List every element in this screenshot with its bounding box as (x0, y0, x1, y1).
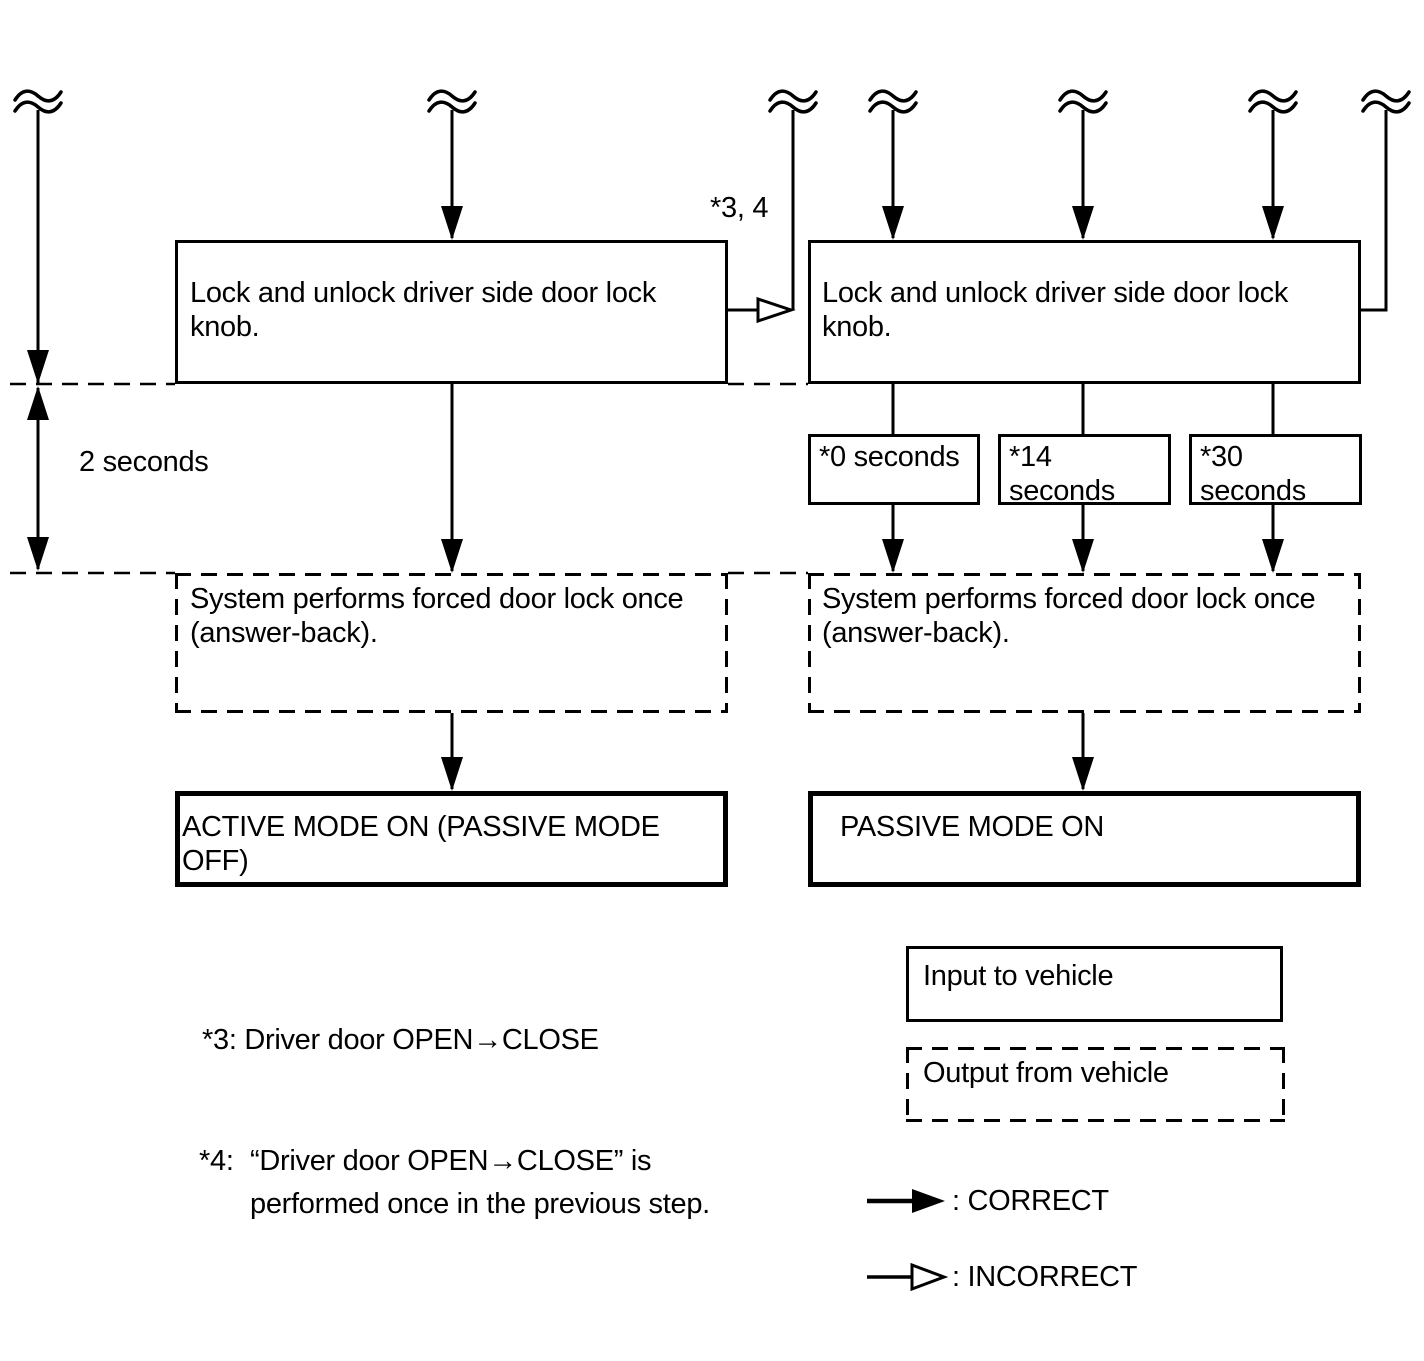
legend-output-text: Output from vehicle (923, 1057, 1169, 1089)
timing-box-14s: *14 seconds (998, 434, 1171, 507)
active-mode-box: ACTIVE MODE ON (PASSIVE MODE OFF) (175, 791, 728, 887)
legend-incorrect-label: : INCORRECT (952, 1261, 1138, 1293)
passive-mode-text: PASSIVE MODE ON (840, 811, 1105, 843)
note-4: *4: “Driver door OPEN→CLOSE” is performe… (199, 1140, 710, 1226)
incorrect-arrow-label: *3, 4 (710, 192, 769, 224)
left-action-text: Lock and unlock driver side door lock kn… (190, 277, 657, 343)
right-action-box: Lock and unlock driver side door lock kn… (808, 240, 1361, 384)
interval-label: 2 seconds (79, 446, 209, 478)
legend-correct-label: : CORRECT (952, 1185, 1109, 1217)
note-4-line1: “Driver door OPEN→CLOSE” is (250, 1145, 652, 1177)
legend-output-box: Output from vehicle (906, 1047, 1285, 1122)
note-3: *3: Driver door OPEN→CLOSE (202, 1024, 599, 1056)
arrowhead-icons (27, 206, 1284, 791)
timing-box-0s: *0 seconds (808, 434, 980, 505)
timing-box-30s: *30 seconds (1189, 434, 1362, 507)
legend-correct-arrow-icon (867, 1189, 945, 1213)
note-4-line2: performed once in the previous step. (250, 1188, 710, 1220)
legend-incorrect-arrow-icon (867, 1262, 949, 1292)
left-result-box: System performs forced door lock once (a… (175, 573, 728, 713)
dashed-timing-lines (10, 382, 808, 575)
timing-30s-text: *30 seconds (1200, 441, 1306, 507)
timing-14s-text: *14 seconds (1009, 441, 1115, 507)
legend-input-text: Input to vehicle (923, 960, 1114, 992)
break-squiggle-icons (13, 89, 1411, 114)
legend-input-box: Input to vehicle (906, 946, 1283, 1022)
note-4-lines: “Driver door OPEN→CLOSE” is performed on… (250, 1140, 710, 1226)
right-result-box: System performs forced door lock once (a… (808, 573, 1361, 713)
right-result-line2: (answer-back). (822, 617, 1010, 649)
left-action-box: Lock and unlock driver side door lock kn… (175, 240, 728, 384)
left-result-line1: System performs forced door lock once (190, 583, 684, 615)
right-result-line1: System performs forced door lock once (822, 583, 1316, 615)
note-4-prefix: *4: (199, 1145, 234, 1177)
flow-lines (36, 110, 1388, 789)
passive-mode-box: PASSIVE MODE ON (808, 791, 1361, 887)
active-mode-text: ACTIVE MODE ON (PASSIVE MODE OFF) (182, 811, 660, 877)
incorrect-arrow (728, 296, 796, 324)
right-action-text: Lock and unlock driver side door lock kn… (822, 277, 1289, 343)
timing-0s-text: *0 seconds (819, 441, 960, 473)
left-result-line2: (answer-back). (190, 617, 378, 649)
